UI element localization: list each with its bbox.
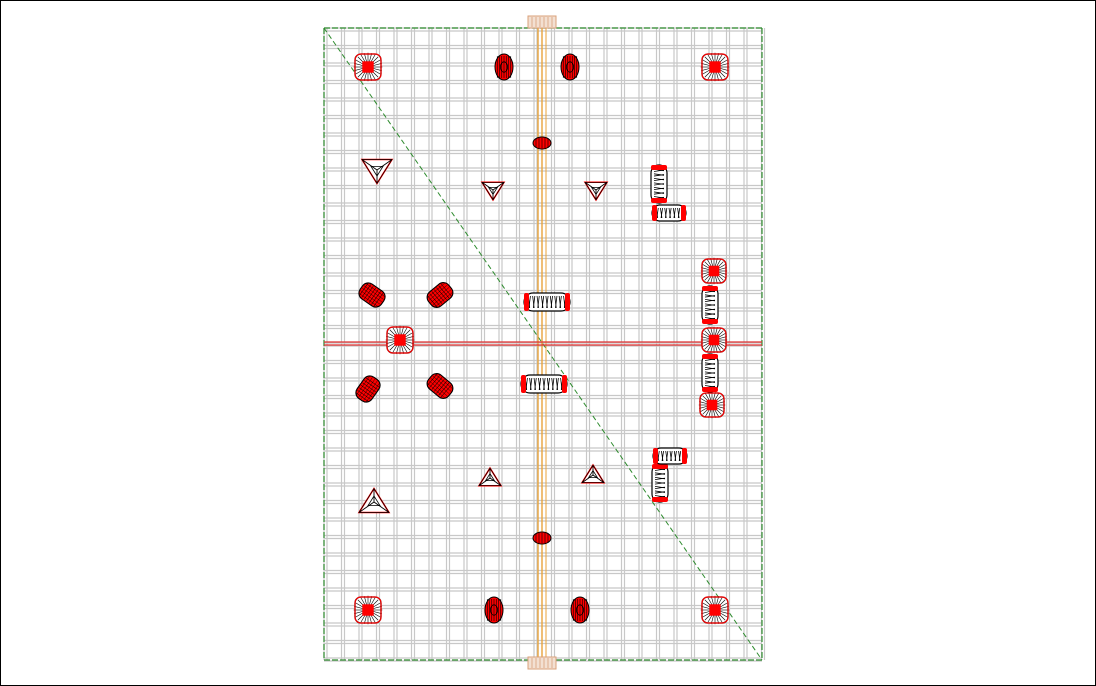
- start-marker-bottom: [527, 656, 557, 670]
- corner-ne-bunker: [700, 52, 730, 82]
- dorito-bottom-left-bunker: [477, 466, 503, 487]
- center-snake-bottom-bunker: [520, 374, 568, 394]
- field-grid: [323, 27, 766, 662]
- right-l-bottom-h-bunker: [652, 447, 688, 465]
- dorito-bottom-right-bunker: [580, 463, 606, 484]
- top-cylinder-left-bunker: [494, 53, 514, 81]
- right-wall-can-1-bunker: [700, 257, 728, 285]
- bottom-cylinder-right-bunker: [570, 596, 590, 624]
- right-l-top-h-bunker: [651, 204, 687, 222]
- right-l-bottom-v-bunker: [651, 463, 669, 503]
- right-wall-tube-2-bunker: [701, 353, 719, 393]
- start-marker-top: [527, 15, 557, 29]
- dorito-bottom-far-bunker: [357, 487, 391, 514]
- corner-sw-bunker: [353, 595, 383, 625]
- dorito-top-left-bunker: [480, 181, 506, 202]
- left-tilted-4-bunker: [426, 373, 454, 399]
- left-tilted-2-bunker: [426, 282, 454, 308]
- dorito-top-right-bunker: [583, 181, 609, 202]
- top-cylinder-right-bunker: [560, 53, 580, 81]
- dorito-top-far-bunker: [360, 158, 394, 185]
- center-snake-top-bunker: [523, 292, 571, 312]
- bunker-layer: [353, 52, 730, 625]
- right-wall-can-2-bunker: [700, 326, 728, 354]
- center-dome-top-bunker: [532, 136, 552, 150]
- left-tilted-3-bunker: [355, 375, 381, 403]
- left-can-mid-bunker: [385, 325, 415, 355]
- right-wall-tube-1-bunker: [701, 285, 719, 325]
- right-wall-can-3-bunker: [698, 391, 726, 419]
- right-l-top-v-bunker: [650, 164, 668, 204]
- center-dome-bottom-bunker: [532, 531, 552, 545]
- corner-nw-bunker: [353, 52, 383, 82]
- left-tilted-1-bunker: [358, 282, 386, 308]
- corner-se-bunker: [700, 595, 730, 625]
- diagonal-line: [323, 27, 763, 661]
- bottom-cylinder-left-bunker: [484, 596, 504, 624]
